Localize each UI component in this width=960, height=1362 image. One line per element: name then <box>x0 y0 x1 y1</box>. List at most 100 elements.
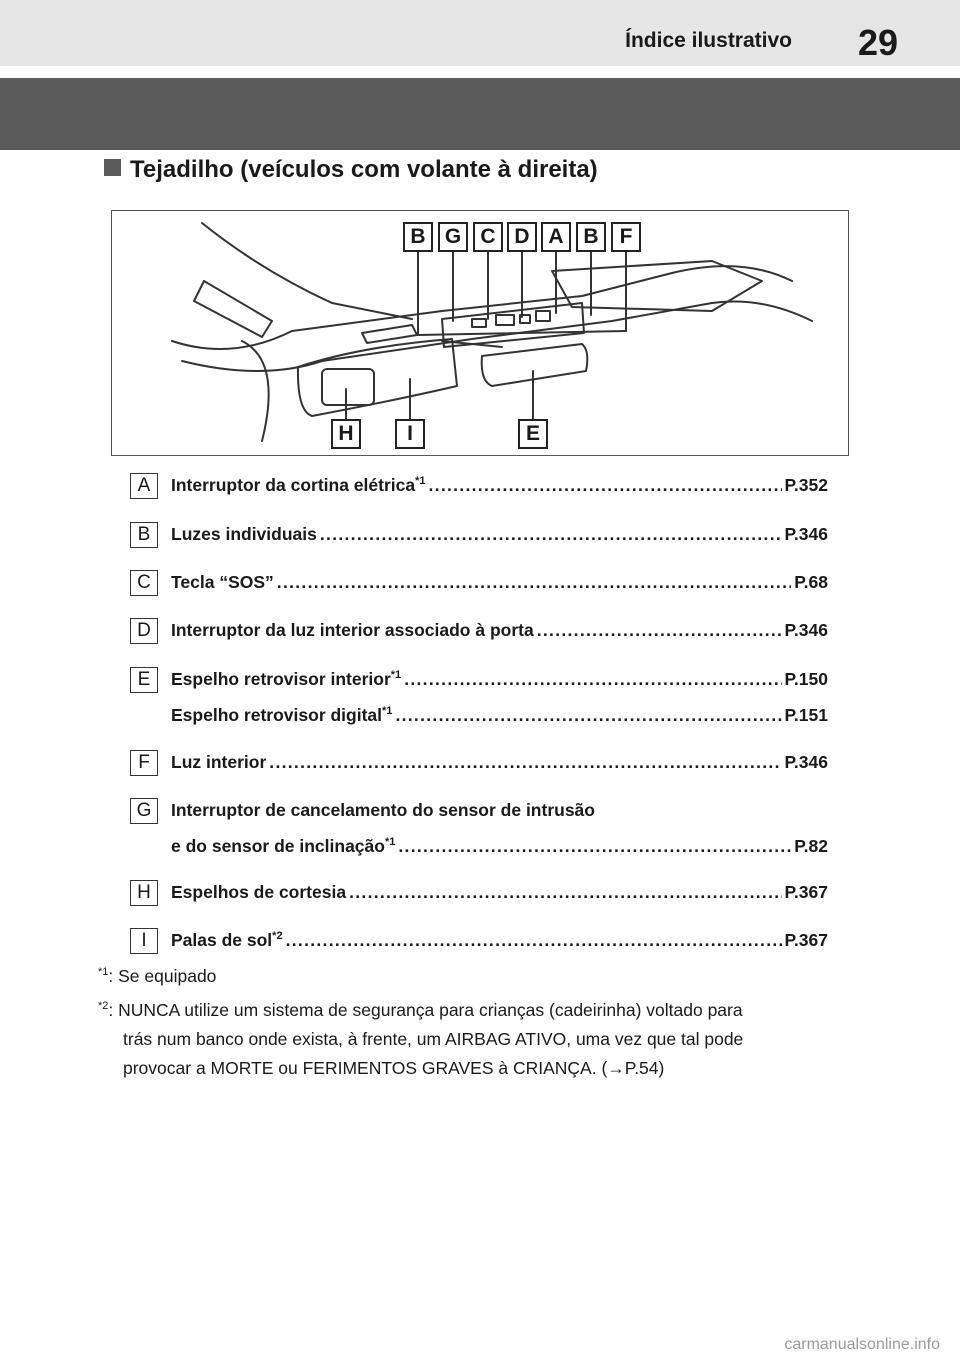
console-button <box>519 314 531 324</box>
mirror-mount <box>441 340 503 348</box>
item-label: Espelhos de cortesia <box>171 882 347 902</box>
item-letter: G <box>130 798 158 824</box>
dot-leader <box>537 620 782 641</box>
footnote-mark: *2 <box>98 1000 109 1012</box>
leader-bracket <box>417 330 627 336</box>
list-item: H Espelhos de cortesia P.367 <box>130 880 830 914</box>
callout-b: B <box>576 222 606 252</box>
footnote: *2: NUNCA utilize um sistema de seguranç… <box>98 996 743 1083</box>
page-ref-link[interactable]: P.150 <box>784 669 828 689</box>
item-label: e do sensor de inclinação*1 <box>171 836 396 856</box>
section-title: Índice ilustrativo <box>625 29 792 52</box>
page-ref-link[interactable]: P.367 <box>784 882 828 902</box>
a-pillar <box>241 340 270 442</box>
item-row: Interruptor da luz interior associado à … <box>171 620 828 644</box>
dot-leader <box>395 705 781 726</box>
dot-leader <box>349 882 781 903</box>
dot-leader <box>286 930 782 951</box>
item-row: e do sensor de inclinação*1 P.82 <box>171 836 828 860</box>
item-row: Tecla “SOS” P.68 <box>171 572 828 596</box>
page-ref-link[interactable]: P.82 <box>794 836 828 856</box>
item-label: Luz interior <box>171 752 267 772</box>
footnote-mark: *1 <box>98 966 109 978</box>
square-bullet-icon <box>104 159 121 176</box>
roof-light <box>361 324 418 344</box>
console-button <box>495 314 515 326</box>
dot-leader <box>398 836 791 857</box>
item-label: Interruptor da luz interior associado à … <box>171 620 534 640</box>
list-item: I Palas de sol*2 P.367 <box>130 928 830 962</box>
callout-g: G <box>438 222 468 252</box>
item-label: Espelho retrovisor digital*1 <box>171 705 393 725</box>
item-letter: E <box>130 667 158 693</box>
console-button <box>471 318 487 328</box>
watermark: carmanualsonline.info <box>784 1336 940 1353</box>
item-row: Interruptor de cancelamento do sensor de… <box>171 800 828 824</box>
item-label: Espelho retrovisor interior*1 <box>171 669 402 689</box>
item-row: Luz interior P.346 <box>171 752 828 776</box>
footnote-text: provocar a MORTE ou FERIMENTOS GRAVES à … <box>123 1058 665 1078</box>
section-heading: Tejadilho (veículos com volante à direit… <box>104 156 598 184</box>
roof-drawing <box>171 222 813 442</box>
list-item: A Interruptor da cortina elétrica*1 P.35… <box>130 473 830 507</box>
item-label: Interruptor de cancelamento do sensor de… <box>171 800 595 820</box>
sun-visor <box>296 338 458 417</box>
list-item: E Espelho retrovisor interior*1 P.150 Es… <box>130 667 830 737</box>
item-row: Palas de sol*2 P.367 <box>171 930 828 954</box>
callout-f: F <box>611 222 641 252</box>
item-label: Palas de sol*2 <box>171 930 283 950</box>
dot-leader <box>277 572 791 593</box>
callout-b: B <box>403 222 433 252</box>
page-ref-link[interactable]: P.367 <box>784 930 828 950</box>
page-ref-link[interactable]: P.346 <box>784 752 828 772</box>
roof-illustration: B G C D A B F H I E <box>111 210 849 456</box>
footnote-text: : Se equipado <box>108 966 217 986</box>
callout-e: E <box>518 419 548 449</box>
list-item: G Interruptor de cancelamento do sensor … <box>130 798 830 868</box>
callout-h: H <box>331 419 361 449</box>
console-button <box>535 310 551 322</box>
item-letter: H <box>130 880 158 906</box>
item-letter: A <box>130 473 158 499</box>
footnote-text: trás num banco onde exista, à frente, um… <box>123 1029 744 1049</box>
dot-leader <box>404 669 781 690</box>
page-ref-link[interactable]: P.68 <box>794 572 828 592</box>
page-number: 29 <box>857 22 898 63</box>
page-ref-link[interactable]: P.346 <box>784 620 828 640</box>
item-row: Espelhos de cortesia P.367 <box>171 882 828 906</box>
item-row: Interruptor da cortina elétrica*1 P.352 <box>171 475 828 499</box>
item-letter: D <box>130 618 158 644</box>
footnote: *1: Se equipado <box>98 962 216 991</box>
item-letter: F <box>130 750 158 776</box>
list-item: D Interruptor da luz interior associado … <box>130 618 830 652</box>
list-item: F Luz interior P.346 <box>130 750 830 784</box>
page-ref-link[interactable]: P.346 <box>784 524 828 544</box>
callout-c: C <box>473 222 503 252</box>
footnote-text: : NUNCA utilize um sistema de segurança … <box>108 1000 743 1020</box>
item-letter: C <box>130 570 158 596</box>
dot-leader <box>429 475 782 496</box>
item-letter: I <box>130 928 158 954</box>
sunroof-outline <box>551 260 763 312</box>
section-heading-text: Tejadilho (veículos com volante à direit… <box>130 156 598 183</box>
page-ref-link[interactable]: P.151 <box>784 705 828 725</box>
header-band <box>0 78 960 150</box>
rear-view-mirror <box>480 343 589 387</box>
dot-leader <box>269 752 781 773</box>
list-item: C Tecla “SOS” P.68 <box>130 570 830 604</box>
item-letter: B <box>130 522 158 548</box>
item-label: Luzes individuais <box>171 524 317 544</box>
grab-handle <box>193 280 273 338</box>
page-ref-link[interactable]: P.352 <box>784 475 828 495</box>
overhead-console <box>441 302 585 348</box>
item-row: Espelho retrovisor digital*1 P.151 <box>171 705 828 729</box>
roof-edge-line <box>201 222 413 320</box>
roof-panel-inner <box>181 300 813 372</box>
roof-panel-outline <box>171 265 793 350</box>
callout-d: D <box>507 222 537 252</box>
list-item: B Luzes individuais P.346 <box>130 522 830 556</box>
dot-leader <box>320 524 782 545</box>
callout-i: I <box>395 419 425 449</box>
callout-a: A <box>541 222 571 252</box>
item-label: Interruptor da cortina elétrica*1 <box>171 475 426 495</box>
